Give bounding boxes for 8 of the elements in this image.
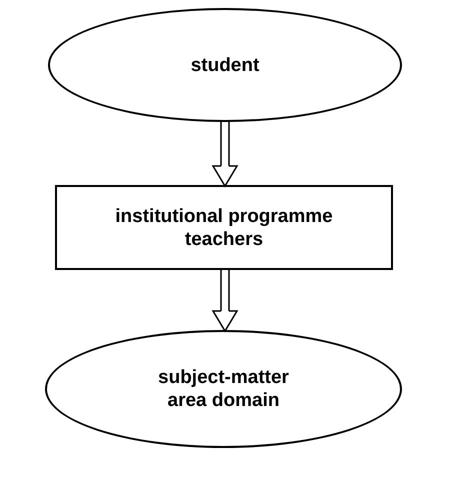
- ellipse-node: [48, 8, 402, 122]
- node-label: student: [190, 54, 260, 76]
- hollow-arrow: [212, 120, 238, 187]
- ellipse-node: [45, 330, 402, 448]
- process-box: [55, 185, 393, 270]
- hollow-arrow: [212, 268, 238, 332]
- node-label: institutional programme teachers: [114, 204, 334, 250]
- node-label: subject-matter area domain: [157, 366, 290, 412]
